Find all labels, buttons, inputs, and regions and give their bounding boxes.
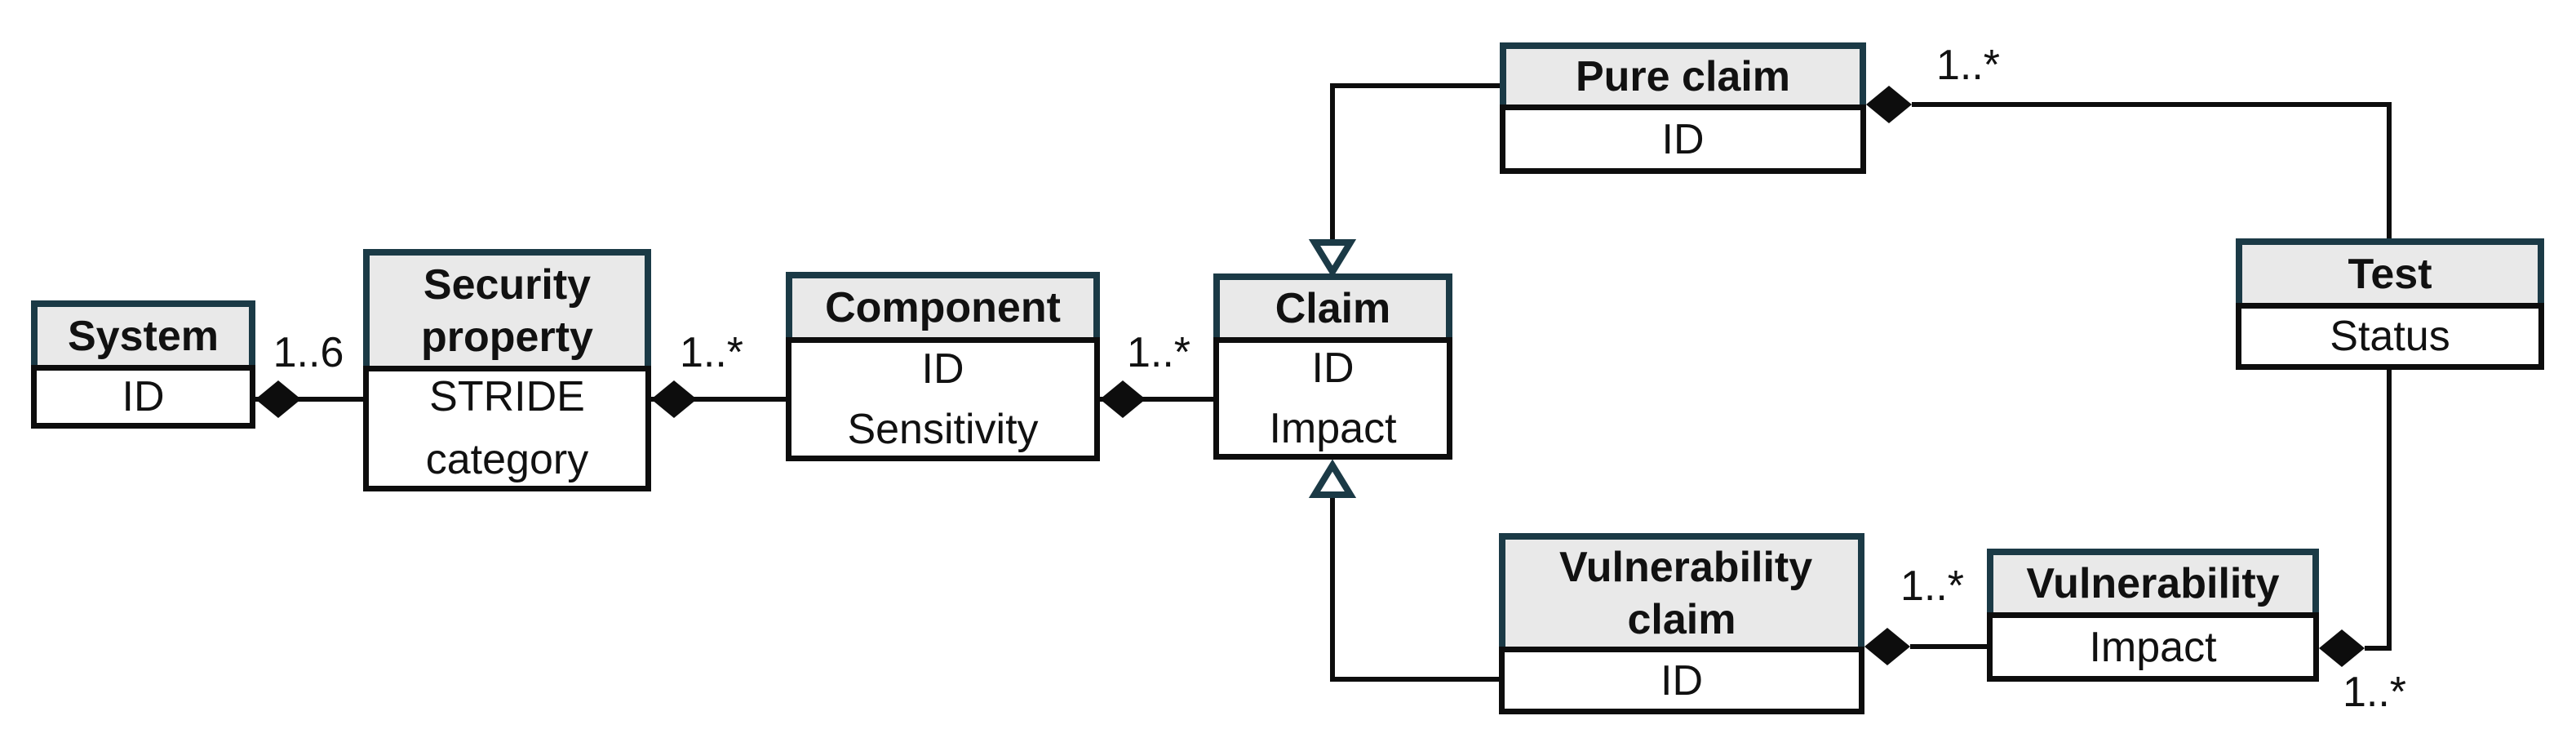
- class-claim-header: Claim: [1213, 273, 1452, 337]
- attribute: ID: [1660, 656, 1703, 705]
- class-security-property-header: Security property: [363, 249, 651, 366]
- class-name: Component: [825, 284, 1061, 331]
- class-name: Test: [2348, 250, 2432, 298]
- generalization-arrow-icon: [1308, 239, 1357, 278]
- multiplicity-label: 1..*: [679, 329, 744, 376]
- class-security-property-attributes: STRIDE category: [363, 366, 651, 491]
- class-vulnerability-header: Vulnerability: [1987, 549, 2319, 612]
- class-system-attributes: ID: [31, 365, 255, 429]
- class-component: Component ID Sensitivity: [786, 272, 1100, 461]
- association-component-claim: [1100, 380, 1213, 418]
- composition-diamond-icon: [255, 380, 301, 418]
- composition-diamond-icon: [1100, 380, 1146, 418]
- attribute: ID: [921, 345, 964, 393]
- class-vulnerability-claim-header: Vulnerability claim: [1499, 533, 1864, 647]
- association-system-security-property: [255, 380, 363, 418]
- class-component-attributes: ID Sensitivity: [786, 337, 1100, 461]
- multiplicity-label: 1..*: [1126, 329, 1191, 376]
- association-vulnerability-test: [2319, 370, 2392, 667]
- generalization-vulnerability-claim-claim: [1308, 459, 1499, 682]
- class-name: Pure claim: [1575, 53, 1791, 100]
- composition-diamond-icon: [1866, 86, 1912, 123]
- class-vulnerability-claim-attributes: ID: [1499, 647, 1864, 714]
- class-name: Vulnerability claim: [1559, 543, 1813, 643]
- association-vulnerability-claim-vulnerability: [1864, 628, 1987, 665]
- connector-line: [2365, 370, 2392, 651]
- class-pure-claim-header: Pure claim: [1500, 42, 1866, 104]
- attribute: Impact: [2089, 623, 2217, 671]
- class-pure-claim: Pure claim ID: [1500, 42, 1866, 174]
- class-vulnerability-claim: Vulnerability claim ID: [1499, 533, 1864, 714]
- class-name: System: [68, 312, 219, 360]
- class-system-header: System: [31, 300, 255, 365]
- composition-diamond-icon: [2319, 629, 2365, 667]
- class-vulnerability: Vulnerability Impact: [1987, 549, 2319, 682]
- class-name: Vulnerability: [2026, 560, 2280, 607]
- association-pure-claim-test: [1866, 86, 2392, 238]
- composition-diamond-icon: [651, 380, 697, 418]
- association-security-property-component: [651, 380, 786, 418]
- attribute: Status: [2330, 313, 2450, 360]
- connector-line: [1330, 495, 1499, 682]
- connector-line: [1330, 83, 1500, 242]
- attribute: ID: [122, 373, 165, 420]
- connector-line: [1912, 102, 2392, 238]
- class-test: Test Status: [2236, 238, 2544, 370]
- multiplicity-label: 1..6: [273, 329, 344, 376]
- generalization-pure-claim-claim: [1308, 83, 1500, 278]
- class-test-attributes: Status: [2236, 303, 2544, 370]
- class-system: System ID: [31, 300, 255, 429]
- class-test-header: Test: [2236, 238, 2544, 303]
- composition-diamond-icon: [1864, 628, 1910, 665]
- attribute: Sensitivity: [847, 406, 1039, 453]
- class-pure-claim-attributes: ID: [1500, 104, 1866, 174]
- attribute: ID: [1311, 345, 1355, 392]
- attribute: STRIDE category: [425, 373, 589, 483]
- class-name: Claim: [1275, 285, 1391, 332]
- class-name: Security property: [421, 260, 593, 361]
- class-claim-attributes: ID Impact: [1213, 337, 1452, 460]
- class-claim: Claim ID Impact: [1213, 273, 1452, 460]
- multiplicity-label: 1..*: [1900, 562, 1965, 610]
- class-security-property: Security property STRIDE category: [363, 249, 651, 491]
- class-component-header: Component: [786, 272, 1100, 337]
- multiplicity-label: 1..*: [2342, 669, 2407, 716]
- attribute: ID: [1661, 115, 1705, 163]
- attribute: Impact: [1269, 405, 1397, 452]
- multiplicity-label: 1..*: [1935, 42, 2001, 89]
- generalization-arrow-icon: [1308, 459, 1357, 498]
- class-vulnerability-attributes: Impact: [1987, 612, 2319, 682]
